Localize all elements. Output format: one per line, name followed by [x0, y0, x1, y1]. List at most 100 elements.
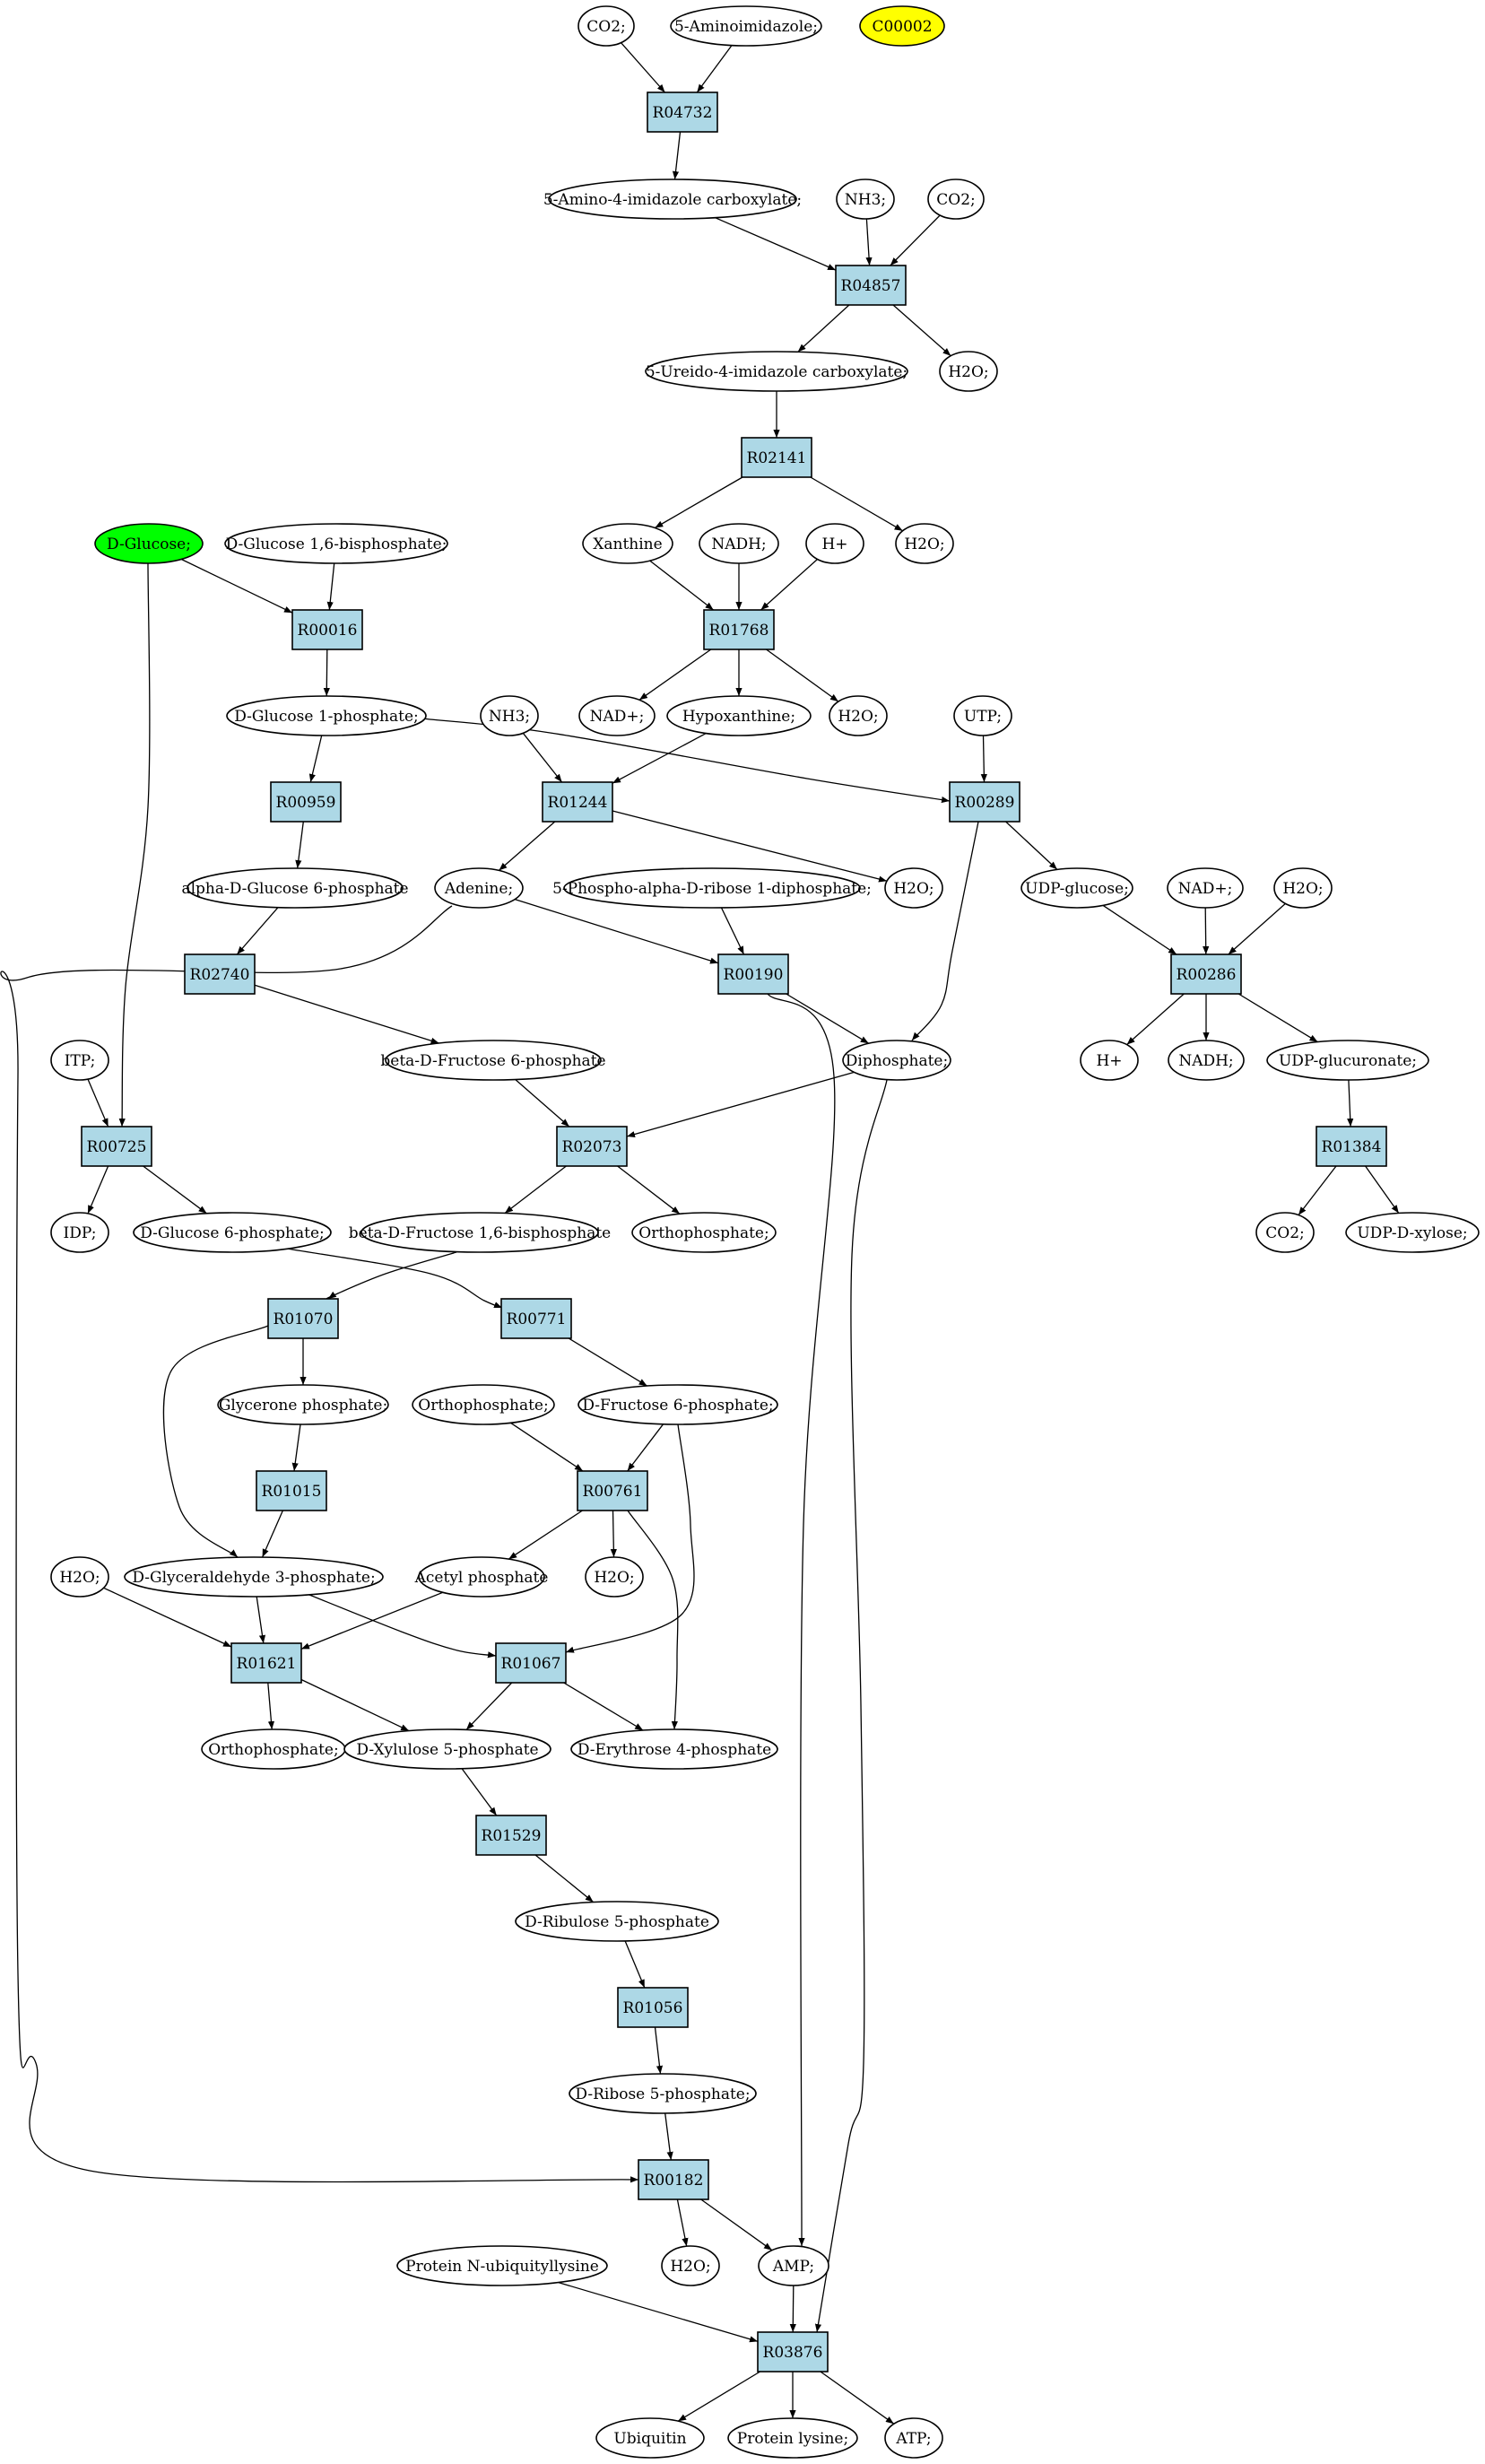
reaction-r01056[interactable]: R01056 — [617, 1987, 689, 2028]
reaction-r02141[interactable]: R02141 — [741, 437, 812, 478]
compound-erythrose-4p[interactable]: D-Erythrose 4-phosphate — [570, 1728, 778, 1770]
compound-c00002[interactable]: C00002 — [859, 5, 945, 47]
edge-d-glucose-to-r00016 — [181, 558, 293, 614]
compound-udp-glucose[interactable]: UDP-glucose; — [1020, 867, 1133, 909]
compound-amp[interactable]: AMP; — [758, 2245, 829, 2286]
compound-xanthine[interactable]: Xanthine — [582, 523, 673, 564]
compound-ellipse — [578, 1384, 778, 1425]
reaction-r00959[interactable]: R00959 — [270, 781, 342, 823]
reaction-r00182[interactable]: R00182 — [638, 2159, 709, 2200]
compound-hplus-b[interactable]: H+ — [1080, 1040, 1139, 1081]
compound-aminoimidazole[interactable]: 5-Aminoimidazole; — [670, 5, 822, 47]
compound-h2o-b[interactable]: H2O; — [895, 523, 954, 564]
reaction-r01015[interactable]: R01015 — [256, 1470, 327, 1511]
node-label: Ubiquitin — [613, 2430, 686, 2448]
reaction-r01067[interactable]: R01067 — [495, 1642, 567, 1684]
compound-ellipse — [895, 523, 954, 564]
reaction-r04732[interactable]: R04732 — [647, 91, 718, 133]
compound-adenine[interactable]: Adenine; — [434, 867, 524, 909]
compound-ribose-5p[interactable]: D-Ribose 5-phosphate; — [569, 2073, 757, 2114]
compound-udp-glucuronate[interactable]: UDP-glucuronate; — [1266, 1040, 1429, 1081]
reaction-r00190[interactable]: R00190 — [717, 953, 789, 995]
compound-atp[interactable]: ATP; — [884, 2417, 943, 2459]
compound-d-glucose[interactable]: D-Glucose; — [94, 523, 204, 564]
compound-amino-imidazole-carboxylate[interactable]: 5-Amino-4-imidazole carboxylate; — [543, 178, 802, 220]
reaction-r00289[interactable]: R00289 — [949, 781, 1020, 823]
compound-h2o-g[interactable]: H2O; — [50, 1556, 109, 1598]
compound-nadh-b[interactable]: NADH; — [1168, 1040, 1245, 1081]
reaction-r04857[interactable]: R04857 — [835, 265, 907, 306]
compound-alpha-glucose-6p[interactable]: alpha-D-Glucose 6-phosphate — [181, 867, 409, 909]
compound-h2o-c[interactable]: H2O; — [829, 695, 888, 736]
compound-itp[interactable]: ITP; — [50, 1040, 109, 1081]
compound-orthophosphate-b[interactable]: Orthophosphate; — [412, 1384, 555, 1425]
compound-ellipse — [758, 2245, 829, 2286]
compound-glucose-6p[interactable]: D-Glucose 6-phosphate; — [133, 1212, 332, 1253]
compound-h2o-a[interactable]: H2O; — [939, 351, 998, 392]
compound-ribulose-5p[interactable]: D-Ribulose 5-phosphate — [515, 1901, 719, 1942]
compound-beta-fructose-6p[interactable]: beta-D-Fructose 6-phosphate — [380, 1040, 606, 1081]
reaction-r01070[interactable]: R01070 — [267, 1298, 339, 1339]
compound-hypoxanthine[interactable]: Hypoxanthine; — [666, 695, 812, 736]
compound-ubiquitin[interactable]: Ubiquitin — [595, 2417, 705, 2459]
compound-ellipse — [548, 178, 797, 220]
reaction-r00761[interactable]: R00761 — [577, 1470, 648, 1511]
reaction-r02073[interactable]: R02073 — [556, 1126, 628, 1167]
compound-nadh-a[interactable]: NADH; — [699, 523, 779, 564]
compound-udp-xylose[interactable]: UDP-D-xylose; — [1345, 1212, 1480, 1253]
compound-co2-c[interactable]: CO2; — [1255, 1212, 1315, 1253]
node-label: D-Xylulose 5-phosphate — [356, 1741, 538, 1759]
compound-acetyl-p[interactable]: Acetyl phosphate — [414, 1556, 549, 1598]
compound-xylulose-5p[interactable]: D-Xylulose 5-phosphate — [343, 1728, 551, 1770]
compound-glucose-16bp[interactable]: D-Glucose 1,6-bisphosphate; — [224, 523, 448, 564]
node-label: H2O; — [594, 1569, 634, 1587]
compound-protein-lysine[interactable]: Protein lysine; — [727, 2417, 858, 2459]
compound-h2o-h[interactable]: H2O; — [661, 2245, 720, 2286]
compound-nh3-a[interactable]: NH3; — [836, 178, 895, 220]
compound-nh3-b[interactable]: NH3; — [480, 695, 539, 736]
compound-glucose-1p[interactable]: D-Glucose 1-phosphate; — [226, 695, 427, 736]
node-label: alpha-D-Glucose 6-phosphate — [181, 880, 408, 898]
compound-co2-b[interactable]: CO2; — [927, 178, 985, 220]
reaction-r02740[interactable]: R02740 — [184, 953, 256, 995]
reaction-r01768[interactable]: R01768 — [703, 609, 775, 650]
compound-utp[interactable]: UTP; — [953, 695, 1012, 736]
compound-glyceraldehyde-3p[interactable]: D-Glyceraldehyde 3-phosphate; — [124, 1556, 384, 1598]
reaction-r03876[interactable]: R03876 — [757, 2331, 829, 2373]
compound-fructose-6p[interactable]: D-Fructose 6-phosphate; — [578, 1384, 778, 1425]
reaction-r00016[interactable]: R00016 — [291, 609, 363, 650]
edge-r00289-to-diphosphate — [911, 821, 979, 1041]
reaction-r00771[interactable]: R00771 — [500, 1298, 572, 1339]
compound-diphosphate[interactable]: Diphosphate; — [842, 1040, 951, 1081]
compound-ureido-imidazole-carboxylate[interactable]: 5-Ureido-4-imidazole carboxylate; — [645, 351, 908, 392]
reaction-r00286[interactable]: R00286 — [1170, 953, 1242, 995]
reaction-r00725[interactable]: R00725 — [81, 1126, 152, 1167]
compound-h2o-d[interactable]: H2O; — [884, 867, 943, 909]
edge-r01384-to-udp-xylose — [1365, 1165, 1400, 1214]
compound-h2o-f[interactable]: H2O; — [585, 1556, 644, 1598]
compound-idp[interactable]: IDP; — [50, 1212, 109, 1253]
node-label: R00725 — [87, 1138, 147, 1156]
compound-ellipse — [805, 523, 864, 564]
compound-glycerone-p[interactable]: Glycerone phosphate; — [217, 1384, 389, 1425]
reaction-r01529[interactable]: R01529 — [475, 1815, 547, 1856]
compound-orthophosphate-a[interactable]: Orthophosphate; — [631, 1212, 777, 1253]
reaction-box — [741, 437, 812, 478]
compound-ellipse — [666, 695, 812, 736]
compound-co2-a[interactable]: CO2; — [578, 5, 635, 47]
compound-beta-fructose-16bp[interactable]: beta-D-Fructose 1,6-bisphosphate — [349, 1212, 611, 1253]
node-label: R00286 — [1177, 966, 1237, 984]
reaction-r01244[interactable]: R01244 — [542, 781, 613, 823]
compound-ellipse — [1080, 1040, 1139, 1081]
compound-protein-ubiquityllysine[interactable]: Protein N-ubiquityllysine — [396, 2245, 608, 2286]
compound-h2o-e[interactable]: H2O; — [1273, 867, 1333, 909]
edge-r00182-to-amp — [700, 2198, 773, 2251]
compound-hplus-a[interactable]: H+ — [805, 523, 864, 564]
compound-prpp[interactable]: 5-Phospho-alpha-D-ribose 1-diphosphate; — [552, 867, 872, 909]
compound-nadplus-a[interactable]: NAD+; — [578, 695, 656, 736]
compound-orthophosphate-c[interactable]: Orthophosphate; — [201, 1728, 346, 1770]
compound-nadplus-b[interactable]: NAD+; — [1167, 867, 1244, 909]
reaction-r01621[interactable]: R01621 — [230, 1642, 302, 1684]
reaction-r01384[interactable]: R01384 — [1316, 1126, 1387, 1167]
node-label: R03876 — [763, 2344, 823, 2362]
